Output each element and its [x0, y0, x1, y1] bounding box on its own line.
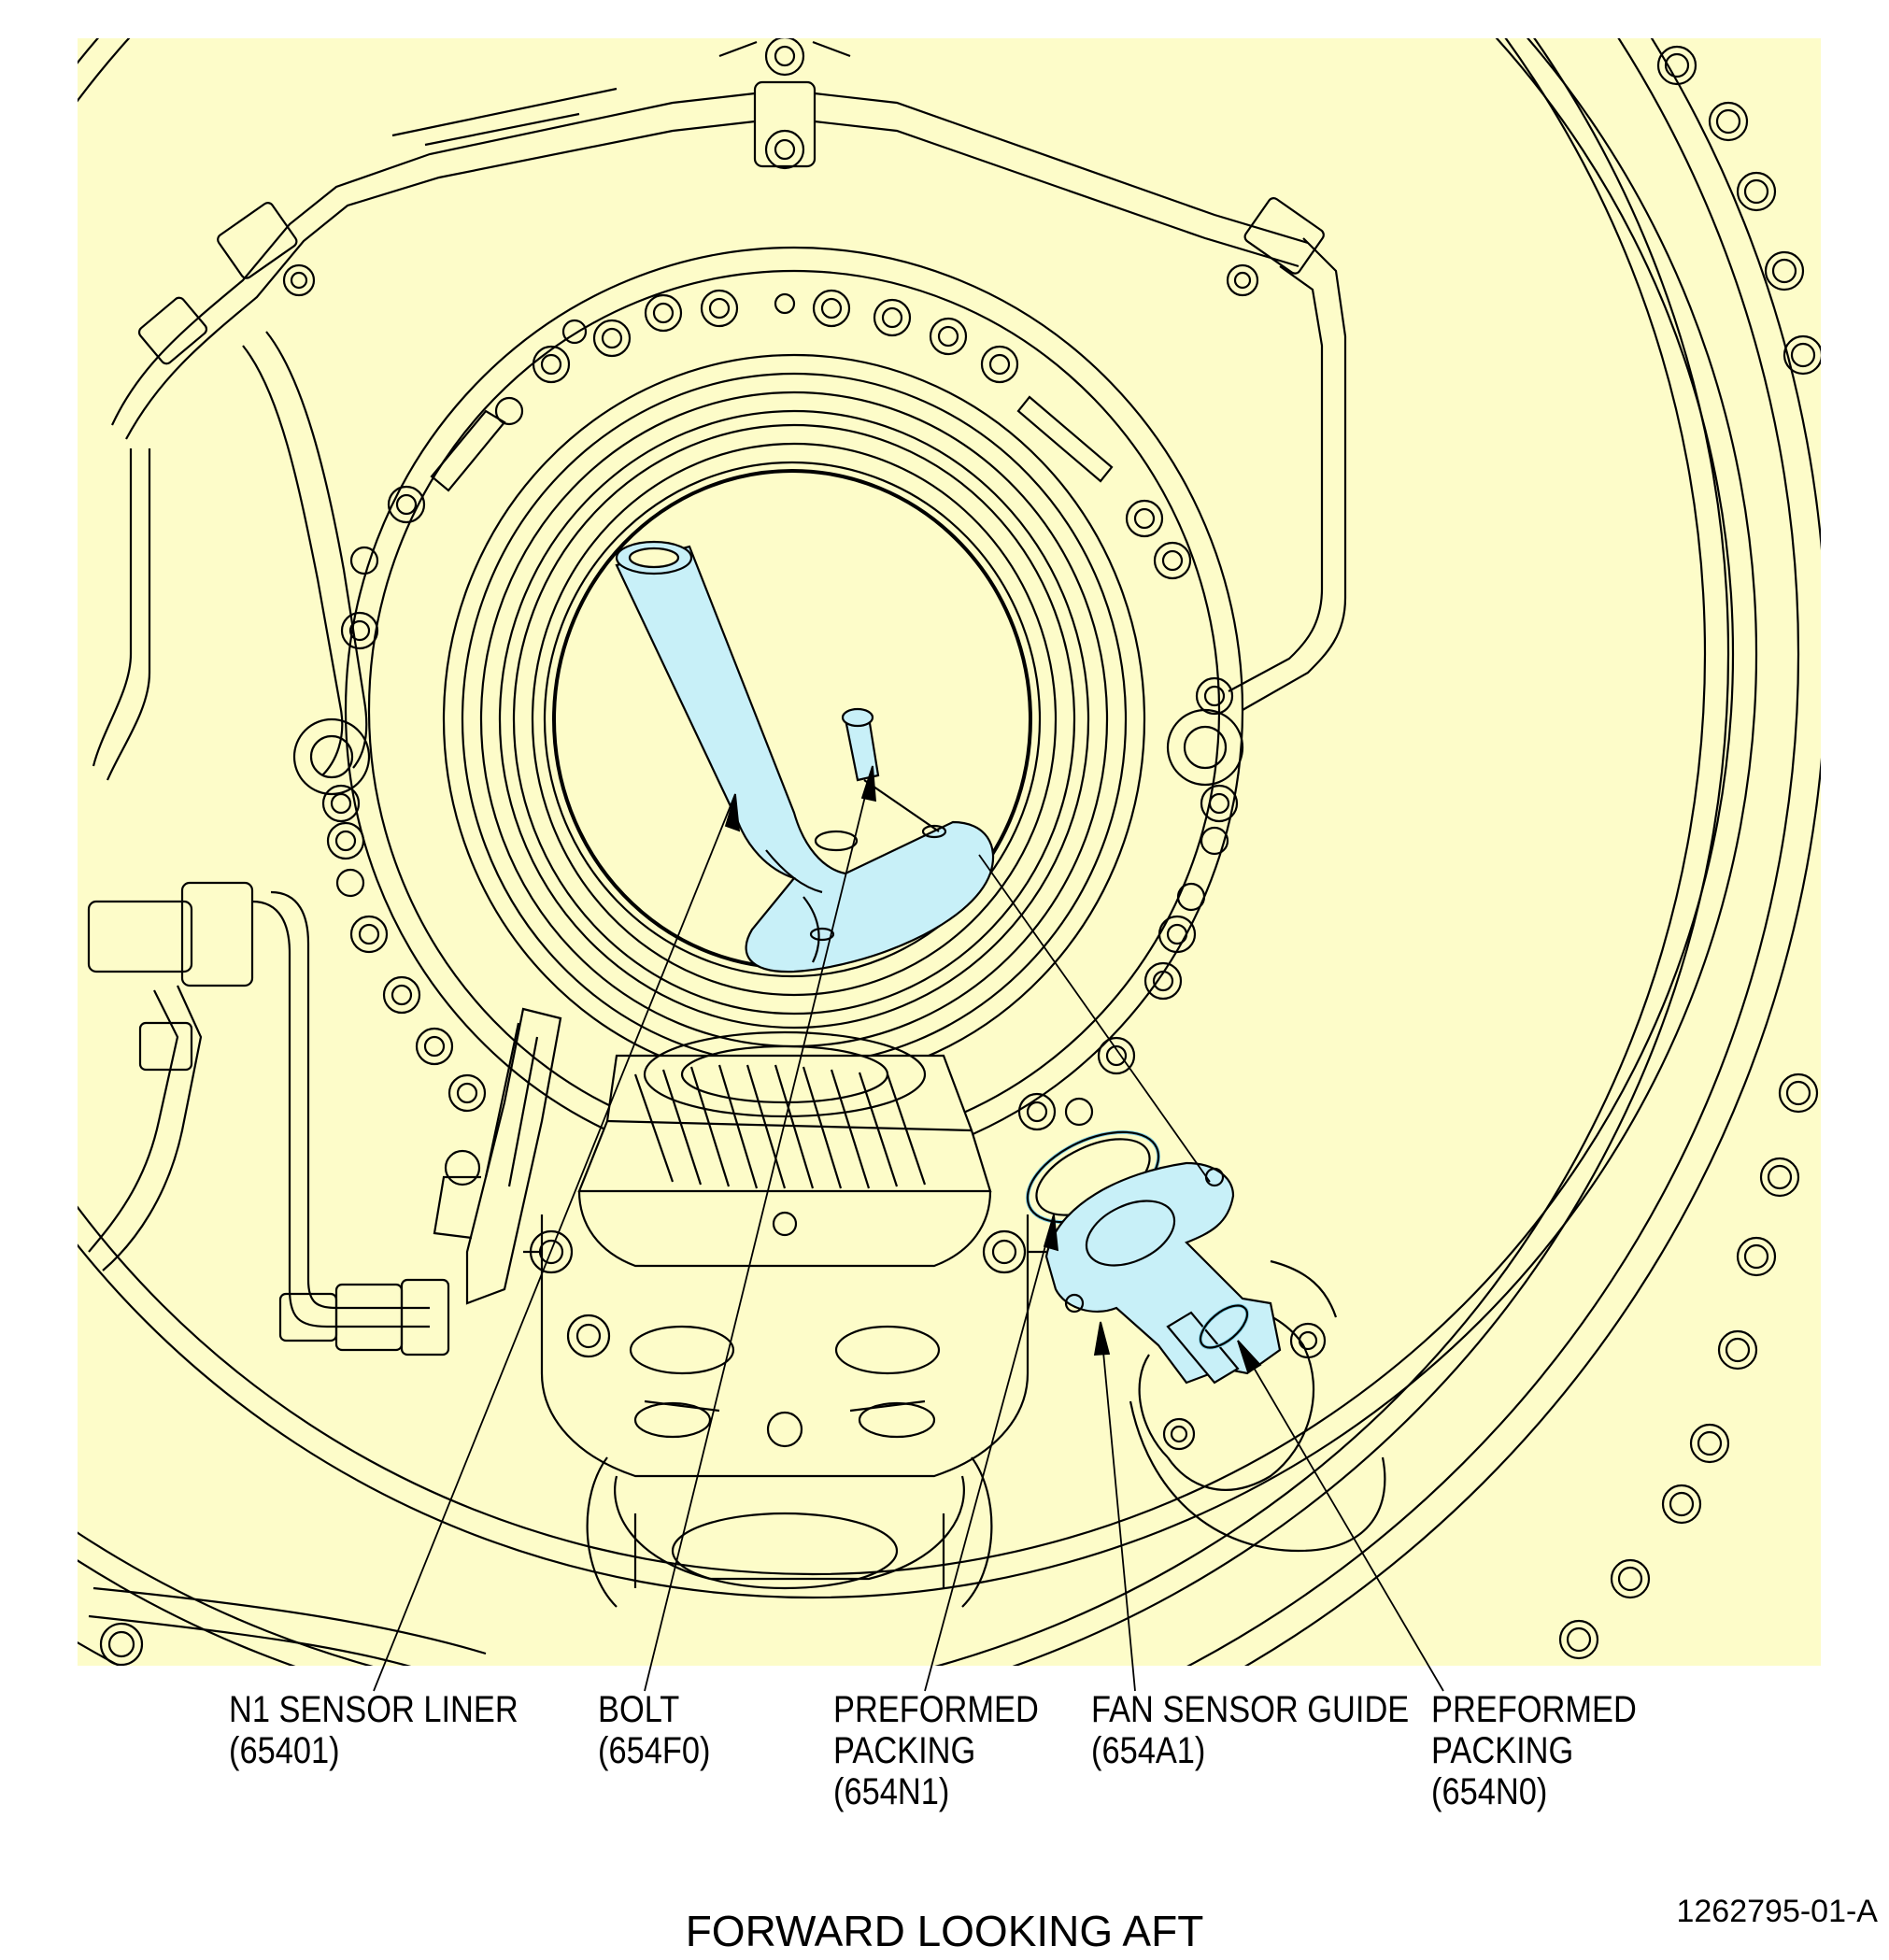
callout-line: PACKING — [1431, 1730, 1574, 1771]
casing-bolt-holes — [99, 45, 1821, 1666]
leader-fan-sensor-guide-upper — [978, 854, 1211, 1183]
arrowhead-packing-654n1 — [1043, 1214, 1059, 1252]
n1-sensor-liner-part — [615, 540, 995, 973]
leader-packing-654n0 — [1237, 1340, 1444, 1692]
leader-n1-sensor-liner — [373, 793, 736, 1692]
callout-line: (654N0) — [1431, 1771, 1548, 1812]
callout-line: BOLT — [598, 1689, 680, 1730]
bolt-part — [841, 707, 940, 832]
callout-line: (65401) — [229, 1730, 340, 1771]
packing-654n0-part — [1199, 1303, 1249, 1350]
callout-line: N1 SENSOR LINER — [229, 1689, 518, 1730]
arrowhead-packing-654n0 — [1237, 1340, 1262, 1374]
engine-linework — [78, 38, 1821, 1666]
drawing-number: 1262795-01-A — [1676, 1894, 1878, 1929]
highlighted-parts — [615, 540, 1282, 1385]
view-title: FORWARD LOOKING AFT — [685, 1907, 1204, 1955]
callout-line: (654A1) — [1091, 1730, 1206, 1771]
callout-n1-sensor-liner: N1 SENSOR LINER (65401) — [229, 1689, 518, 1771]
callout-line: (654N1) — [833, 1771, 950, 1812]
callout-bolt: BOLT (654F0) — [598, 1689, 710, 1771]
callout-line: FAN SENSOR GUIDE — [1091, 1689, 1410, 1730]
leader-bolt — [644, 765, 873, 1692]
arrowhead-bolt — [860, 765, 876, 802]
callout-line: PREFORMED — [1431, 1689, 1637, 1730]
callout-fan-sensor-guide: FAN SENSOR GUIDE (654A1) — [1091, 1689, 1409, 1771]
leader-lines — [373, 765, 1444, 1692]
leader-packing-654n1 — [924, 1214, 1055, 1692]
arrowhead-fan-sensor-guide — [1093, 1321, 1111, 1356]
callout-line: PACKING — [833, 1730, 976, 1771]
callout-preformed-packing-654n0: PREFORMED PACKING (654N0) — [1431, 1689, 1637, 1812]
arrowhead-n1-sensor-liner — [724, 793, 741, 832]
leader-fan-sensor-guide — [1100, 1321, 1136, 1692]
callout-line: PREFORMED — [833, 1689, 1039, 1730]
callout-line: (654F0) — [598, 1730, 711, 1771]
callout-preformed-packing-654n1: PREFORMED PACKING (654N1) — [833, 1689, 1039, 1812]
flange-bolt-heads — [321, 289, 1239, 1131]
fan-sensor-guide-part — [1044, 1161, 1282, 1385]
